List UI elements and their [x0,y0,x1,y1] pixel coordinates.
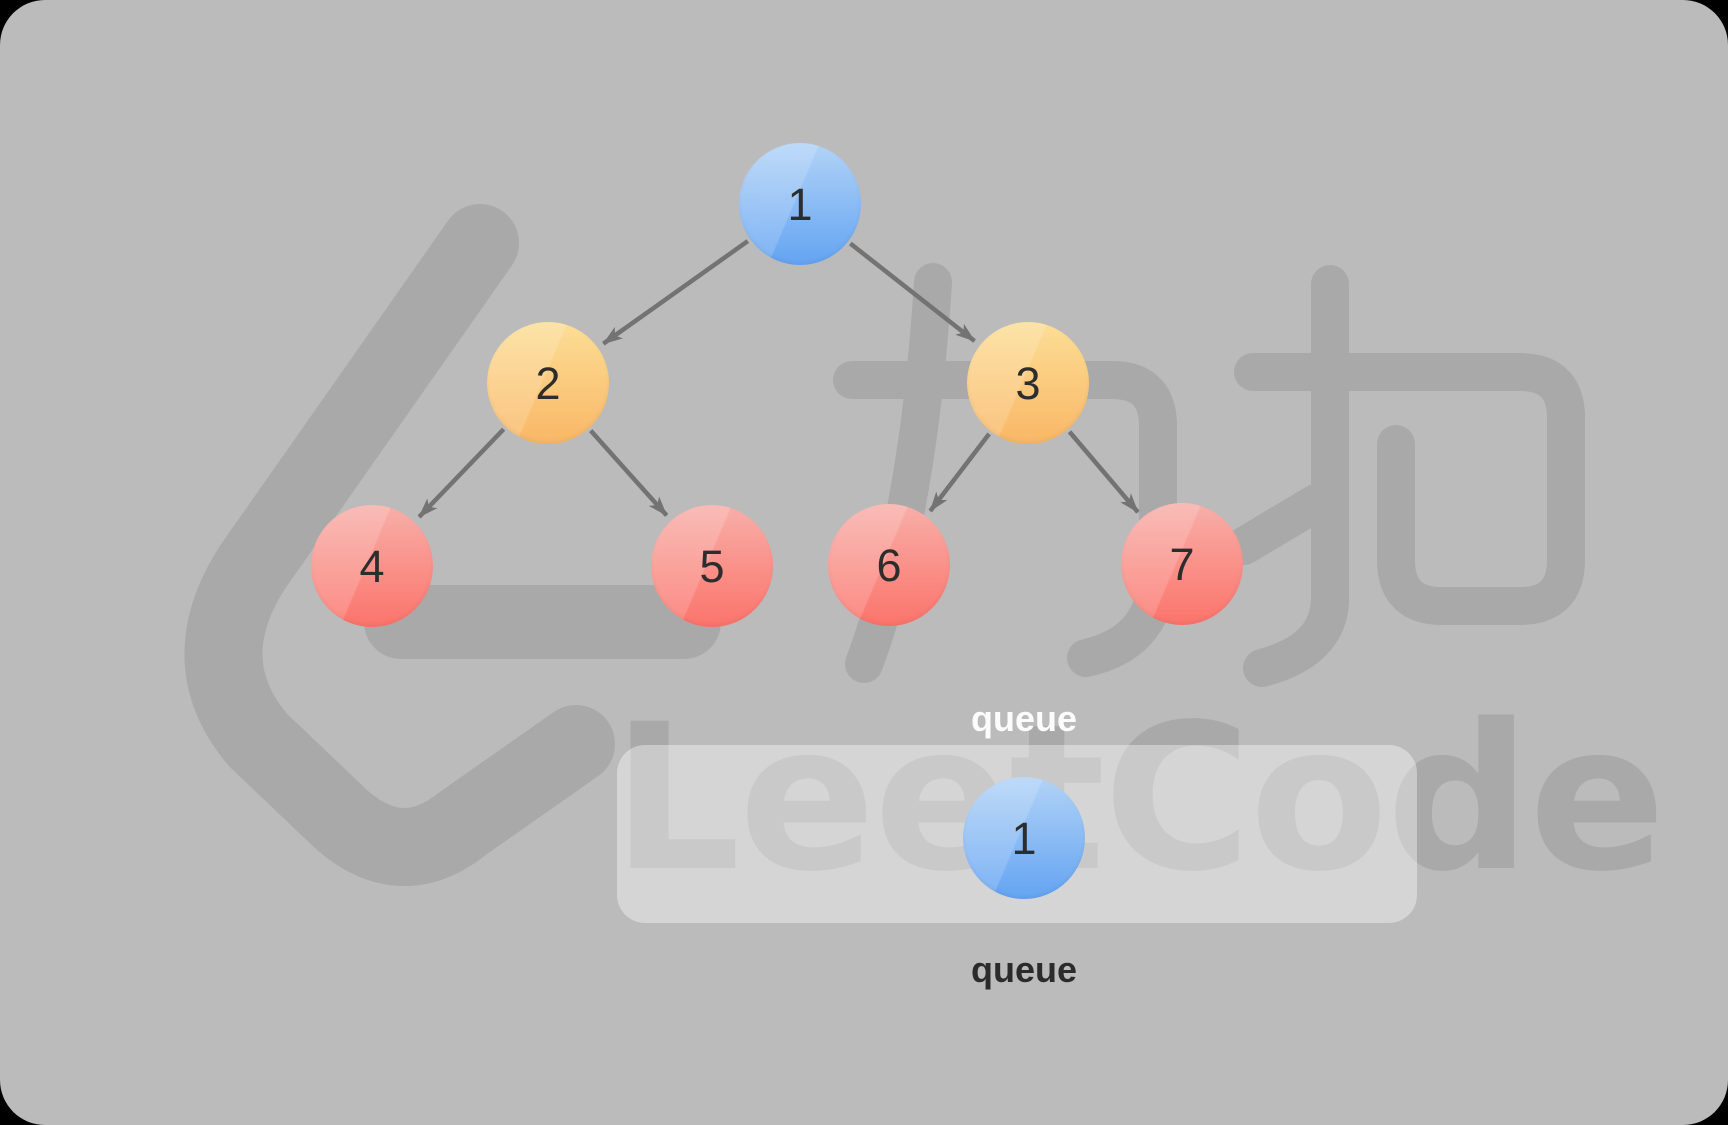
node-value: 7 [1169,538,1195,590]
tree-node-2: 2 [487,322,609,444]
tree-edge-1-2 [602,239,750,346]
tree-edge-2-5 [589,429,669,517]
leetcode-logo-bracket-icon [184,204,615,886]
tree-edge-3-7 [1067,430,1140,514]
queue-label-bottom: queue [970,949,1078,990]
tree-node-1: 1 [739,143,861,265]
node-value: 1 [787,178,813,230]
node-value: 3 [1015,357,1041,409]
queue-container [617,745,1417,923]
node-value: 4 [359,540,385,592]
watermark-chinese-li-kou [833,263,1585,687]
tree-node-3: 3 [967,322,1089,444]
node-value: 5 [699,540,725,592]
tree-node-7: 7 [1121,503,1243,625]
tree-node-6: 6 [828,504,950,626]
node-value: 2 [535,357,561,409]
tree-node-5: 5 [651,505,773,627]
tree-edge-2-4 [417,427,506,519]
queue-label-top: queue [970,698,1078,739]
tree-edge-1-3 [848,241,976,343]
node-value: 6 [876,539,902,591]
tree-edge-3-6 [928,432,991,513]
tree-node-4: 4 [311,505,433,627]
